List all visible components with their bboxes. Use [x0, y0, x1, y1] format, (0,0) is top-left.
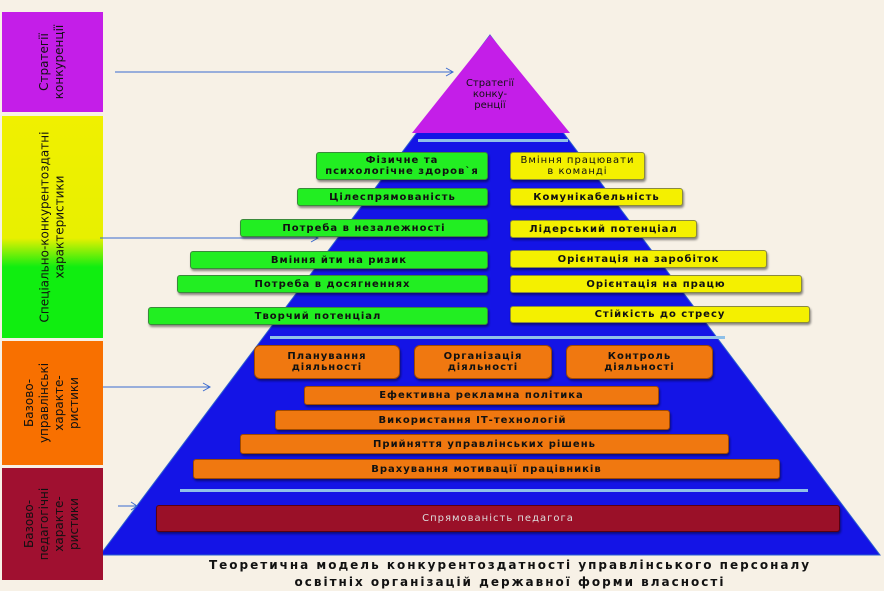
green-item: Вміння йти на ризик: [190, 251, 488, 269]
divider: [270, 336, 725, 339]
green-item: Творчий потенціал: [148, 307, 488, 325]
side-label-management: Базово- управлінські характе- ристики: [2, 341, 103, 465]
yellow-item: Вміння працювати в команді: [510, 152, 645, 180]
side-label-strategies: Стратегії конкуренції: [2, 12, 103, 112]
green-item: Фізичне та психологічне здоров`я: [316, 152, 488, 180]
management-bar: Врахування мотивації працівників: [193, 459, 780, 479]
side-label-text: Спеціально-конкурентоздатні характеристи…: [37, 131, 67, 323]
caption-line-1: Теоретична модель конкурентоздатності уп…: [208, 558, 812, 572]
divider: [418, 139, 568, 142]
yellow-item: Орієнтація на працю: [510, 275, 802, 293]
yellow-item: Орієнтація на заробіток: [510, 250, 767, 268]
green-item: Потреба в незалежності: [240, 219, 488, 237]
caption-line-2: освітніх організацій державної форми вла…: [294, 575, 726, 589]
apex-triangle: [412, 35, 570, 133]
green-item: Потреба в досягненнях: [177, 275, 488, 293]
arrows: [100, 67, 455, 511]
management-bar: Ефективна рекламна політика: [304, 386, 659, 405]
side-label-special: Спеціально-конкурентоздатні характеристи…: [2, 116, 103, 338]
yellow-item: Лідерський потенціал: [510, 220, 697, 238]
management-item: Контроль діяльності: [566, 345, 713, 379]
management-bar: Використання ІТ-технологій: [275, 410, 670, 430]
management-item: Організація діяльності: [414, 345, 552, 379]
management-item: Планування діяльності: [254, 345, 400, 379]
yellow-item: Комунікабельність: [510, 188, 683, 206]
side-label-text: Стратегії конкуренції: [37, 24, 67, 100]
side-label-text: Базово- педагогічні характе- ристики: [22, 487, 82, 561]
apex-label: Стратегії конку- ренції: [465, 78, 515, 111]
side-label-text: Базово- управлінські характе- ристики: [22, 362, 82, 444]
management-bar: Прийняття управлінських рішень: [240, 434, 729, 454]
side-label-pedagogical: Базово- педагогічні характе- ристики: [2, 468, 103, 580]
yellow-item: Стійкість до стресу: [510, 306, 810, 323]
divider: [180, 489, 808, 492]
pedagogical-bar: Спрямованість педагога: [156, 505, 840, 532]
green-item: Цілеспрямованість: [297, 188, 488, 206]
